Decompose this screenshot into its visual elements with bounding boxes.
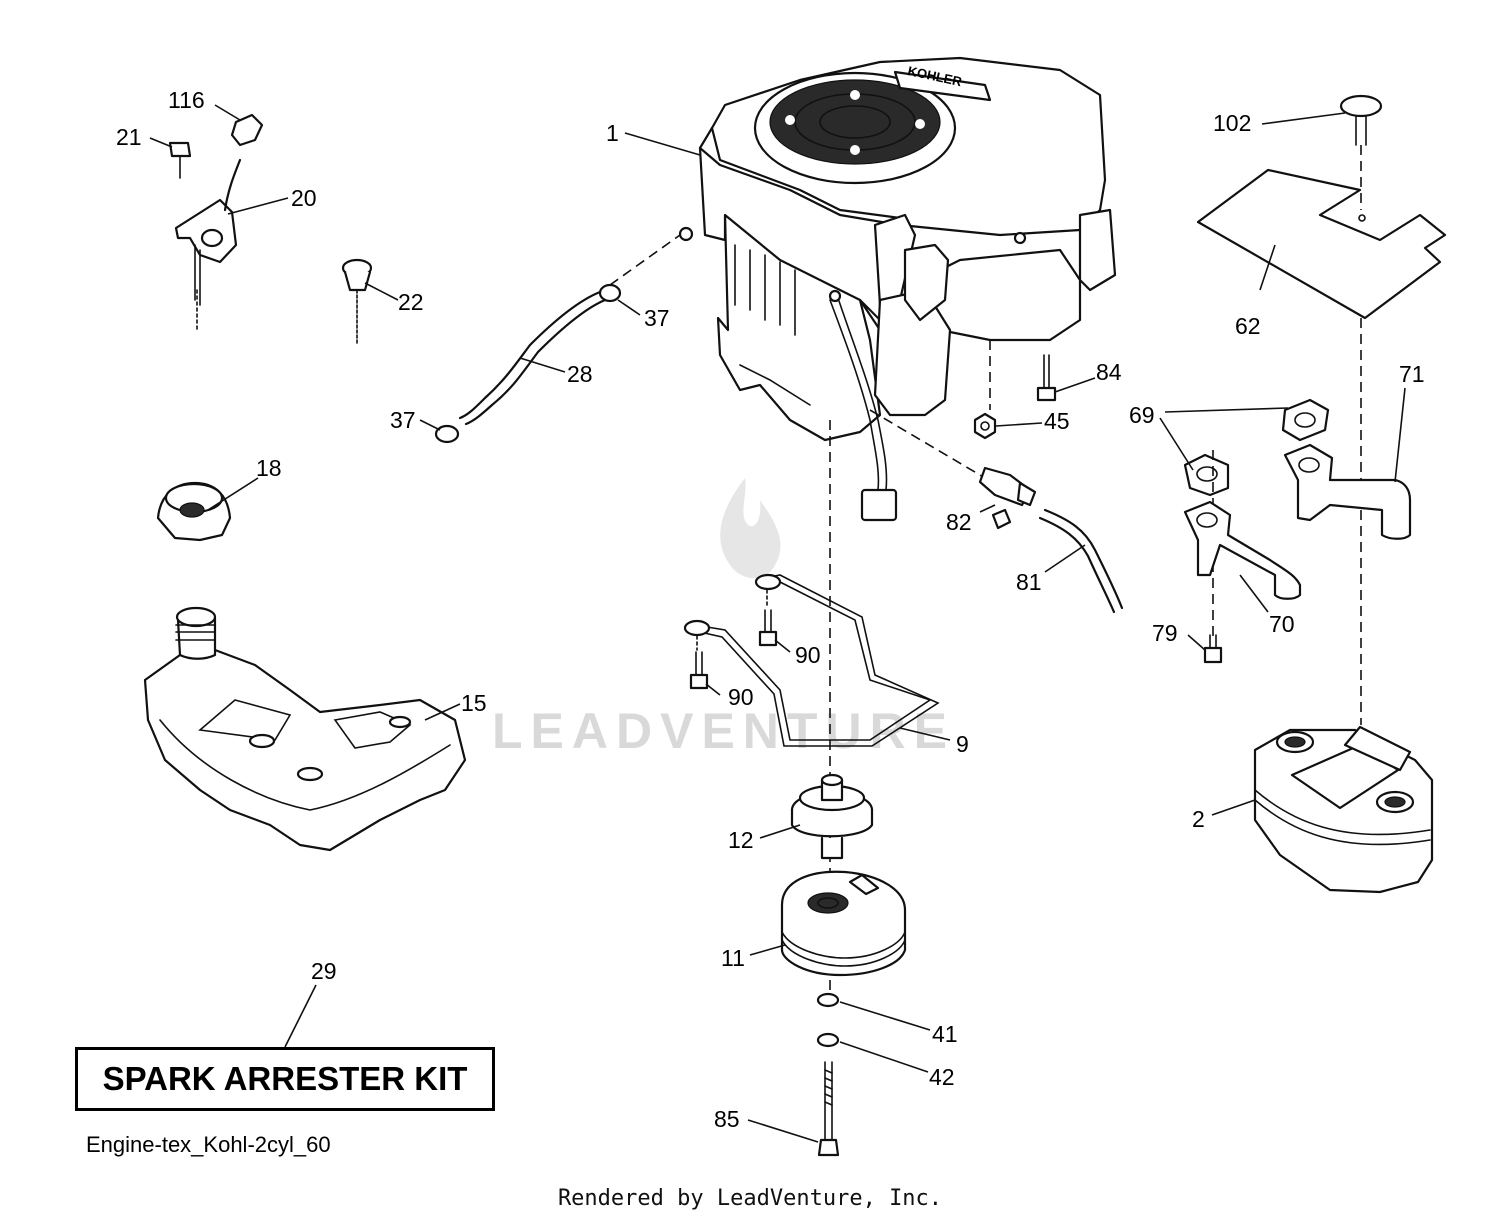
- watermark-text: LEADVENTURE: [492, 703, 955, 759]
- callout-102: 102: [1213, 110, 1251, 136]
- leader-lines: [149, 104, 1406, 1143]
- callout-9: 9: [956, 731, 969, 757]
- part-71-exhaust-pipe: [1283, 443, 1412, 540]
- callout-22: 22: [398, 289, 424, 315]
- part-37-clamp-upper: [598, 283, 622, 303]
- spark-arrester-kit-box: SPARK ARRESTER KIT: [75, 1047, 495, 1111]
- part-12-pulley: [790, 773, 874, 860]
- part-81-hose: [1038, 508, 1124, 614]
- part-15-fuel-tank: [143, 606, 467, 852]
- part-116-knob: [230, 113, 264, 147]
- callout-90-upper: 90: [795, 642, 821, 668]
- part-21-bolt: [168, 141, 192, 179]
- part-37-clamp-lower: [434, 424, 460, 444]
- part-69-gasket-left: [1183, 453, 1230, 497]
- part-42-washer: [816, 1032, 840, 1048]
- part-11-pto-clutch: [780, 870, 907, 977]
- callout-1: 1: [606, 120, 619, 146]
- part-69-gasket-right: [1281, 398, 1330, 442]
- callout-42: 42: [929, 1064, 955, 1090]
- part-41-washer: [816, 992, 840, 1008]
- callout-20: 20: [291, 185, 317, 211]
- dash-line-fuel: [609, 234, 681, 286]
- callout-18: 18: [256, 455, 282, 481]
- callout-29: 29: [311, 958, 337, 984]
- part-45-nut: [973, 412, 997, 440]
- callout-62: 62: [1235, 313, 1261, 339]
- part-70-exhaust-pipe: [1183, 500, 1302, 600]
- part-90-bolt-upper: [758, 589, 778, 647]
- callout-81: 81: [1016, 569, 1042, 595]
- callout-79: 79: [1152, 620, 1178, 646]
- callout-84: 84: [1096, 359, 1122, 385]
- part-90-bolt-lower: [689, 635, 709, 690]
- callout-116: 116: [168, 87, 205, 113]
- callout-45: 45: [1044, 408, 1070, 434]
- callout-2: 2: [1192, 806, 1205, 832]
- engine-assembly: KOHLER: [678, 56, 1117, 522]
- callout-70: 70: [1269, 611, 1295, 637]
- part-102-bolt: [1339, 94, 1383, 146]
- part-28-fuel-line: [458, 290, 607, 426]
- part-9-bracket: [683, 573, 940, 747]
- part-2-muffler: [1253, 725, 1434, 894]
- part-82-fitting: [978, 466, 1037, 530]
- callout-82: 82: [946, 509, 972, 535]
- part-79-bolt: [1203, 634, 1223, 664]
- callout-labels: 1 2 9 11 12 15 18 20 21 22 28 29 37 37 4…: [116, 87, 1425, 1132]
- callout-41: 41: [932, 1021, 958, 1047]
- part-22-plunger: [341, 258, 373, 346]
- dash-line-fitting: [869, 409, 986, 479]
- part-18-fuel-cap: [156, 481, 232, 542]
- callout-12: 12: [728, 827, 754, 853]
- callout-21: 21: [116, 124, 142, 150]
- callout-69: 69: [1129, 402, 1155, 428]
- callout-71: 71: [1399, 361, 1425, 387]
- callout-37-upper: 37: [644, 305, 670, 331]
- part-20-throttle-lever: [174, 158, 242, 331]
- render-credit: Rendered by LeadVenture, Inc.: [557, 1186, 943, 1211]
- callout-11: 11: [721, 945, 745, 971]
- callout-15: 15: [461, 690, 487, 716]
- spark-arrester-kit-label: SPARK ARRESTER KIT: [102, 1060, 468, 1097]
- part-85-bolt: [817, 1061, 840, 1157]
- diagram-id: Engine-tex_Kohl-2cyl_60: [86, 1132, 331, 1157]
- part-62-heat-shield: [1196, 168, 1447, 320]
- callout-90-lower: 90: [728, 684, 754, 710]
- part-84-bolt: [1036, 354, 1057, 402]
- callout-85: 85: [714, 1106, 740, 1132]
- watermark: LEADVENTURE: [492, 478, 955, 759]
- callout-28: 28: [567, 361, 593, 387]
- callout-37-lower: 37: [390, 407, 416, 433]
